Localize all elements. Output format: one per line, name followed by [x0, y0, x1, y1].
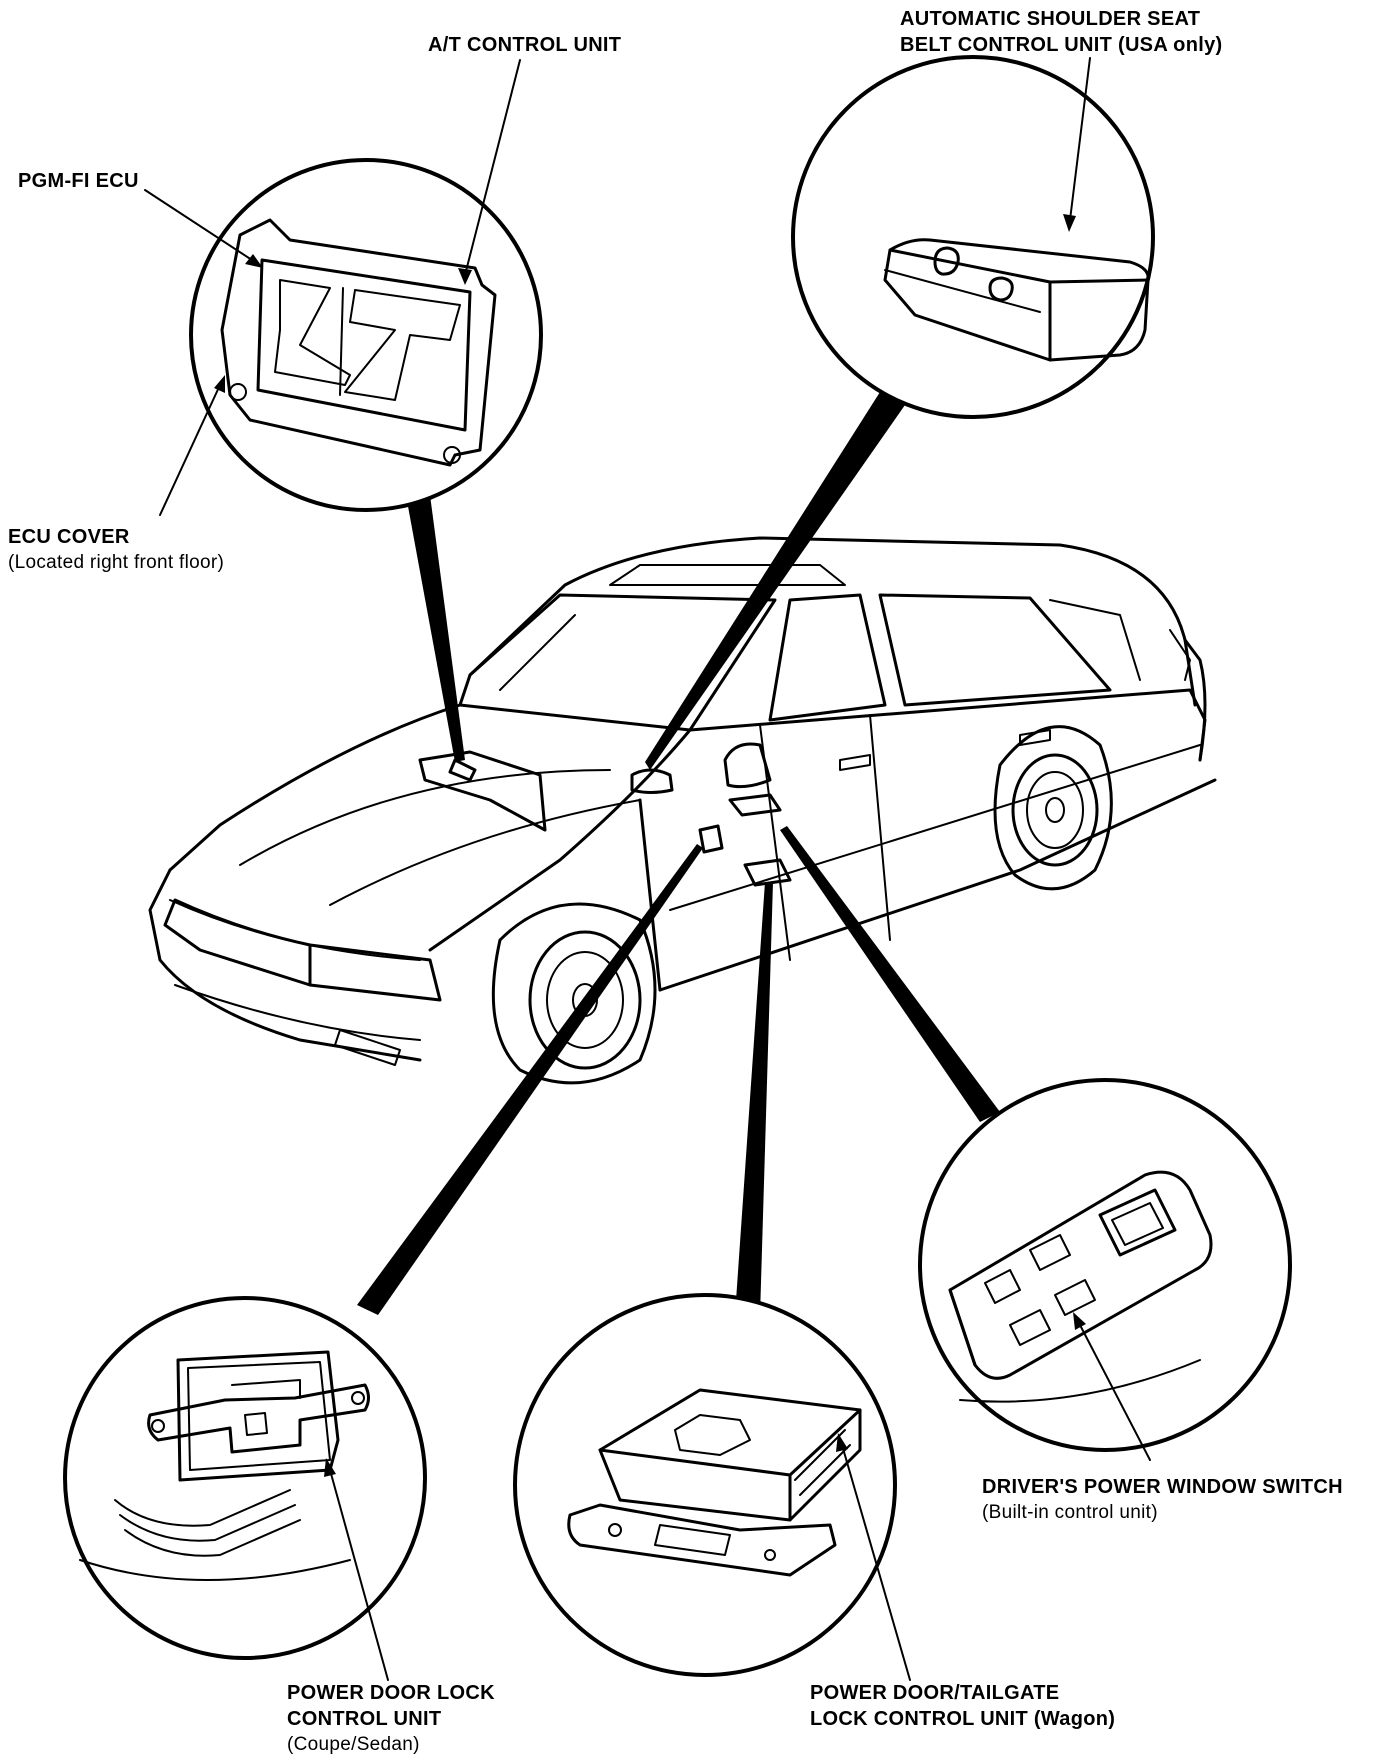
label-pgm-fi-ecu: PGM-FI ECU [18, 168, 139, 194]
label-at-control-unit: A/T CONTROL UNIT [428, 32, 621, 58]
window-switch-text: DRIVER'S POWER WINDOW SWITCH [982, 1476, 1343, 1498]
leader-tailgate-wedge [735, 882, 773, 1316]
door-lock-line2: CONTROL UNIT [287, 1708, 442, 1730]
label-seatbelt-control-unit: AUTOMATIC SHOULDER SEAT BELT CONTROL UNI… [900, 6, 1222, 58]
ecu-detail-circle [189, 158, 543, 512]
label-door-lock-control-unit: POWER DOOR LOCK CONTROL UNIT (Coupe/Seda… [287, 1680, 495, 1758]
ecu-cover-note: (Located right front floor) [8, 552, 225, 573]
door-lock-note: (Coupe/Sedan) [287, 1734, 420, 1755]
pgm-fi-ecu-text: PGM-FI ECU [18, 170, 139, 192]
car-illustration [148, 536, 1217, 1085]
label-ecu-cover: ECU COVER (Located right front floor) [8, 524, 224, 576]
door-lock-line1: POWER DOOR LOCK [287, 1682, 495, 1704]
leader-window-wedge [780, 826, 1000, 1122]
ecu-cover-text: ECU COVER [8, 526, 130, 548]
label-leader-lines [144, 57, 1151, 1681]
leader-ecu-wedge [405, 490, 465, 762]
seatbelt-line2: BELT CONTROL UNIT (USA only) [900, 34, 1223, 56]
tailgate-line2: LOCK CONTROL UNIT (Wagon) [810, 1708, 1116, 1730]
tailgate-detail-circle [513, 1293, 897, 1677]
leader-doorlock-wedge [357, 844, 703, 1315]
leader-seatbelt-wedge [645, 392, 905, 770]
at-control-unit-text: A/T CONTROL UNIT [428, 34, 622, 56]
label-tailgate-lock-control-unit: POWER DOOR/TAILGATE LOCK CONTROL UNIT (W… [810, 1680, 1115, 1732]
seatbelt-detail-circle [791, 55, 1155, 419]
tailgate-line1: POWER DOOR/TAILGATE [810, 1682, 1060, 1704]
label-window-switch: DRIVER'S POWER WINDOW SWITCH (Built-in c… [982, 1474, 1343, 1526]
window-switch-detail-circle [918, 1078, 1292, 1452]
seatbelt-line1: AUTOMATIC SHOULDER SEAT [900, 8, 1201, 30]
doorlock-detail-circle [63, 1296, 427, 1660]
window-switch-note: (Built-in control unit) [982, 1502, 1158, 1523]
leader-wedges [357, 392, 1000, 1316]
